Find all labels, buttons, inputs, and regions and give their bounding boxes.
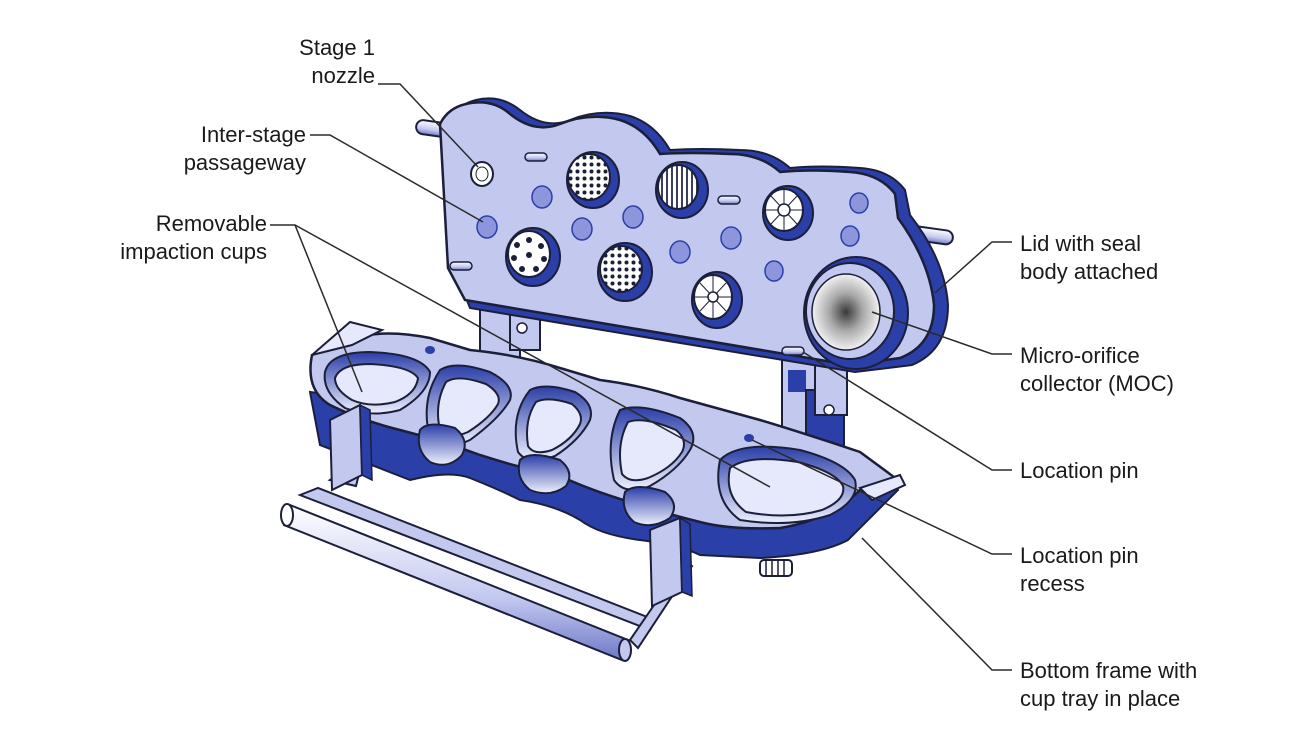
label-line: Location pin	[1020, 458, 1139, 483]
leader-lines	[270, 83, 1012, 671]
nozzle-plate-4	[505, 227, 561, 287]
nozzle-plate-1	[566, 151, 620, 209]
label-line: Lid with seal	[1020, 231, 1142, 256]
label-line: Removable	[155, 211, 267, 236]
nozzle-plate-5	[597, 242, 653, 302]
impaction-cups	[323, 350, 857, 527]
nozzle-plate-6	[691, 271, 743, 329]
label-line: passageway	[183, 150, 306, 175]
label-lid-with-seal: Lid with seal body attached	[1020, 230, 1158, 286]
label-line: impaction cups	[120, 239, 267, 264]
label-line: Inter-stage	[200, 122, 306, 147]
label-line: Bottom frame with	[1020, 658, 1198, 683]
label-line: cup tray in place	[1020, 686, 1181, 711]
label-micro-orifice-collector: Micro-orifice collector (MOC)	[1020, 342, 1174, 398]
micro-orifice-collector	[803, 256, 909, 370]
label-inter-stage-passageway: Inter-stage passageway	[120, 121, 306, 177]
nozzle-plate-2	[655, 161, 709, 219]
label-location-pin: Location pin	[1020, 457, 1139, 485]
lid	[415, 97, 954, 466]
label-line: body attached	[1020, 259, 1159, 284]
label-removable-impaction-cups: Removable impaction cups	[60, 210, 267, 266]
nozzle-plate-3	[762, 185, 814, 241]
label-bottom-frame: Bottom frame with cup tray in place	[1020, 657, 1197, 713]
label-line: collector (MOC)	[1020, 371, 1175, 396]
label-line: Location pin	[1020, 543, 1139, 568]
label-line: recess	[1020, 571, 1085, 596]
label-stage1-nozzle: Stage 1 nozzle	[240, 34, 375, 90]
label-line: nozzle	[311, 63, 375, 88]
label-line: Stage 1	[299, 35, 375, 60]
bottom-frame	[280, 320, 907, 662]
label-location-pin-recess: Location pin recess	[1020, 542, 1139, 598]
label-line: Micro-orifice	[1020, 343, 1140, 368]
